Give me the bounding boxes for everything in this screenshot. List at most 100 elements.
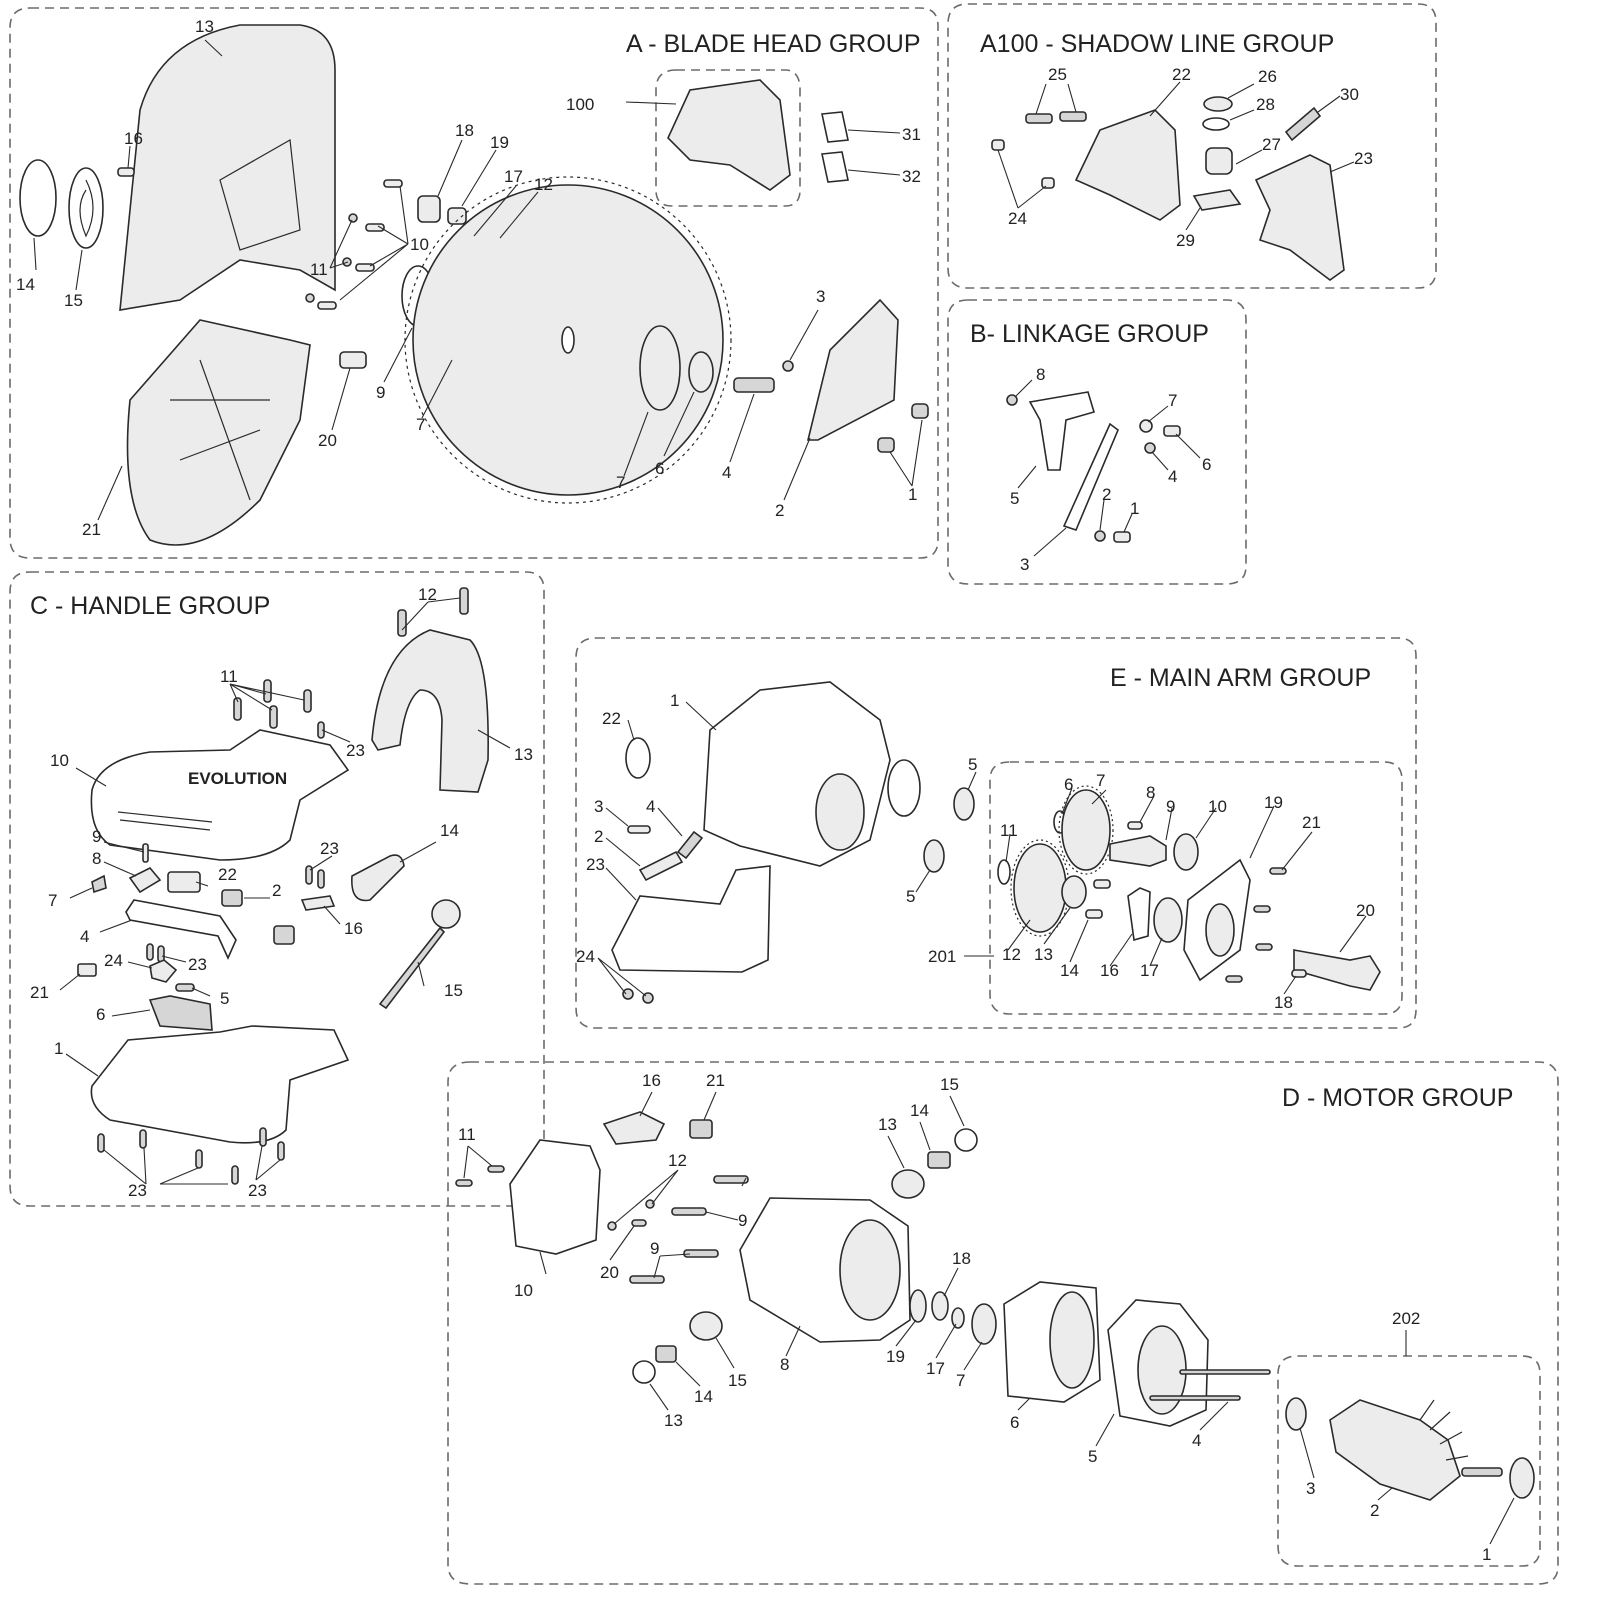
callout-c-23c: 23 (188, 955, 207, 974)
filter-31 (821, 111, 849, 143)
motor-housing-bore (839, 1219, 901, 1321)
lower-guard-ribs (170, 359, 270, 501)
armature (1329, 1399, 1461, 1501)
callout-d-13a: 13 (878, 1115, 897, 1134)
callout-a100-28: 28 (1256, 95, 1275, 114)
screw-d9b (671, 1207, 707, 1216)
callout-a-2: 2 (775, 501, 784, 520)
callout-e-18: 18 (1274, 993, 1293, 1012)
callout-a100-30: 30 (1340, 85, 1359, 104)
callout-d-11: 11 (458, 1125, 476, 1144)
lens-26 (1203, 96, 1233, 112)
holder-27 (1205, 147, 1233, 175)
callout-e-1: 1 (670, 691, 679, 710)
pin-e14a (1093, 879, 1111, 889)
callout-d-16: 16 (642, 1071, 661, 1090)
bearing-e13 (1061, 875, 1087, 909)
upper-guard-window (219, 139, 301, 251)
arm-bracket (611, 865, 771, 973)
handle-vent-grille (117, 811, 213, 831)
callout-d-14a: 14 (910, 1101, 929, 1120)
shadow-line-callout-border (655, 69, 801, 207)
pin-e3 (627, 825, 651, 834)
key-e18 (1291, 969, 1307, 978)
callout-e-6: 6 (1064, 775, 1073, 794)
washer-b7 (1139, 419, 1153, 433)
ring-28 (1202, 117, 1230, 131)
fan-housing-bore (1137, 1325, 1187, 1415)
screw-c23i (231, 1165, 239, 1185)
pin-16 (117, 167, 135, 177)
callout-a-7b: 7 (616, 473, 625, 492)
callout-e-20: 20 (1356, 901, 1375, 920)
callout-c-8: 8 (92, 849, 101, 868)
callout-a-9: 9 (376, 383, 385, 402)
callout-d-202: 202 (1392, 1309, 1420, 1328)
callout-a-20: 20 (318, 431, 337, 450)
screw-c11a (233, 697, 242, 721)
connector-c2a (221, 889, 243, 907)
spring-c7 (91, 874, 107, 894)
callout-d-21: 21 (706, 1071, 725, 1090)
screw-c23h (195, 1149, 203, 1169)
saw-blade-teeth (404, 176, 732, 504)
brush-end-cap (509, 1139, 601, 1255)
bearing-e17 (1153, 897, 1183, 943)
brush-cap-d13b (632, 1360, 656, 1384)
callout-c-16: 16 (344, 919, 363, 938)
callout-e-5a: 5 (968, 755, 977, 774)
gear-e12 (1013, 843, 1067, 933)
callout-d-19: 19 (886, 1347, 905, 1366)
blade-cover-plate (806, 298, 899, 441)
shadow-line-group-border (947, 3, 1437, 289)
brush-cap-d15a (954, 1128, 978, 1152)
armature-shaft (1461, 1467, 1503, 1477)
stator-bore (1049, 1291, 1095, 1389)
outer-flange (639, 325, 681, 411)
callout-a-6: 6 (655, 459, 664, 478)
pad-c22 (167, 871, 201, 893)
filter-d16 (602, 1111, 666, 1145)
callout-d-12: 12 (668, 1151, 687, 1170)
callout-d-6: 6 (1010, 1413, 1019, 1432)
bearing-d3 (1285, 1397, 1307, 1431)
callout-d-15a: 15 (940, 1075, 959, 1094)
bolt-b6 (1163, 425, 1181, 437)
callout-d-7: 7 (956, 1371, 965, 1390)
callout-e-7: 7 (1096, 771, 1105, 790)
callout-a-31: 31 (902, 125, 921, 144)
callout-c-1: 1 (54, 1039, 63, 1058)
screw-a1 (383, 179, 403, 188)
callout-d-10: 10 (514, 1281, 533, 1300)
callout-a-32: 32 (902, 167, 921, 186)
callout-a100-27: 27 (1262, 135, 1281, 154)
callout-c-6: 6 (96, 1005, 105, 1024)
cover-knob-1 (911, 403, 929, 419)
connector-d21 (689, 1119, 713, 1139)
callout-labels-a100: 22 25 26 28 30 27 23 24 29 (1008, 65, 1373, 250)
connector-c2b (273, 925, 295, 945)
output-shaft-e20 (1293, 949, 1381, 991)
circlip-e11 (997, 859, 1011, 885)
wrench-holder (431, 899, 461, 929)
gear-e7 (1061, 789, 1111, 871)
switch-c6 (148, 995, 213, 1031)
screw-c23g (139, 1129, 147, 1149)
washer-a1 (348, 213, 358, 223)
screw-d9c (683, 1249, 719, 1258)
callout-c-23d: 23 (128, 1181, 147, 1200)
callout-e-14: 14 (1060, 961, 1079, 980)
callout-e-9: 9 (1166, 797, 1175, 816)
callout-a100-26: 26 (1258, 67, 1277, 86)
callout-d-14b: 14 (694, 1387, 713, 1406)
callout-e-13: 13 (1034, 945, 1053, 964)
screw-24b (1041, 177, 1055, 189)
callout-b-8: 8 (1036, 365, 1045, 384)
leaders-a (33, 39, 923, 521)
brush-holder-d15b (689, 1311, 723, 1341)
shadow-line-assembly (667, 79, 791, 191)
callout-c-23a: 23 (346, 741, 365, 760)
nut-b2 (1094, 530, 1106, 542)
screw-c11c (269, 705, 278, 729)
callout-a-12: 12 (534, 175, 553, 194)
